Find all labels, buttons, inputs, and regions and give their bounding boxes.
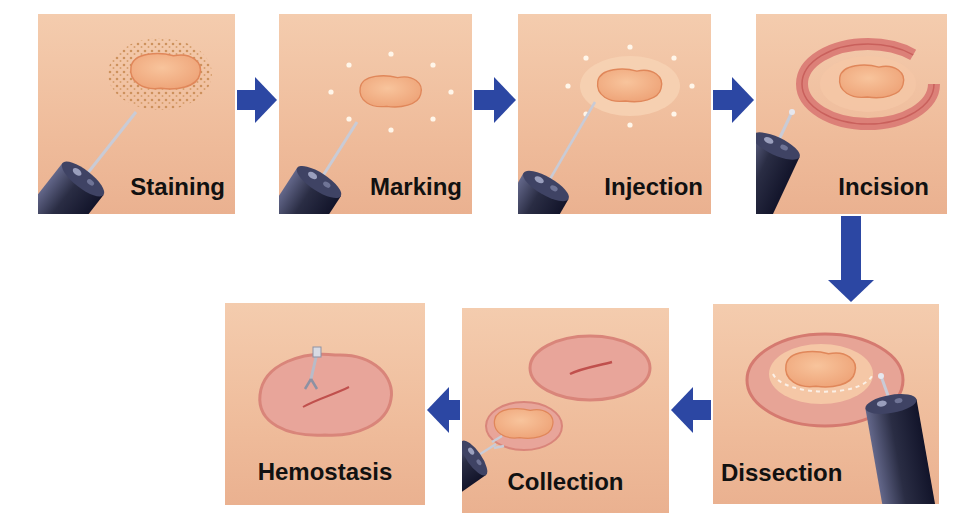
step-panel: Injection bbox=[518, 14, 711, 214]
flow-arrow bbox=[237, 90, 255, 110]
step-panel: Dissection bbox=[713, 304, 939, 504]
dissection-panel bbox=[713, 304, 958, 522]
flow-arrow bbox=[474, 90, 494, 110]
flow-arrow bbox=[693, 400, 711, 420]
step-label: Marking bbox=[370, 174, 462, 200]
step-label: Hemostasis bbox=[258, 459, 393, 485]
flow-arrow bbox=[841, 216, 861, 280]
step-panel: Collection bbox=[462, 308, 669, 513]
step-panel: Marking bbox=[279, 14, 472, 214]
step-label: Dissection bbox=[721, 460, 842, 486]
step-label: Staining bbox=[130, 174, 225, 200]
step-label: Incision bbox=[838, 174, 929, 200]
flow-arrow bbox=[713, 90, 732, 110]
step-panel: Hemostasis bbox=[225, 303, 425, 505]
hemostasis-panel bbox=[225, 303, 425, 505]
staining-panel bbox=[0, 14, 235, 384]
step-label: Collection bbox=[507, 469, 623, 495]
step-panel: Incision bbox=[756, 14, 947, 214]
flow-arrow bbox=[449, 400, 460, 420]
step-label: Injection bbox=[604, 174, 703, 200]
step-panel: Staining bbox=[38, 14, 235, 214]
